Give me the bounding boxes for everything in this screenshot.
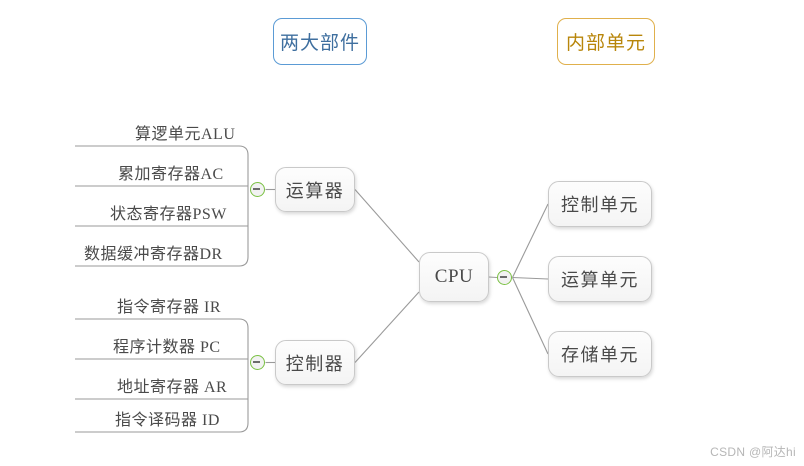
leaf-label[interactable]: 累加寄存器AC bbox=[118, 166, 224, 183]
node-storage-unit-2[interactable]: 存储单元 bbox=[548, 331, 652, 377]
collapse-toggle-arithmetic-unit[interactable] bbox=[250, 182, 265, 197]
node-arithmetic-unit[interactable]: 运算器 bbox=[275, 167, 355, 212]
collapse-toggle-cpu-right[interactable] bbox=[497, 270, 512, 285]
collapse-toggle-controller-unit[interactable] bbox=[250, 355, 265, 370]
watermark: CSDN @阿达hi bbox=[710, 445, 796, 459]
node-cpu-label: CPU bbox=[434, 266, 474, 287]
node-controller-unit[interactable]: 控制器 bbox=[275, 340, 355, 385]
header-pill-left-label: 两大部件 bbox=[279, 33, 360, 54]
node-controller-unit-label: 控制器 bbox=[285, 353, 345, 374]
header-pill-right-label: 内部单元 bbox=[565, 33, 646, 54]
leaf-label[interactable]: 指令寄存器 IR bbox=[117, 299, 222, 316]
leaf-label[interactable]: 算逻单元ALU bbox=[135, 126, 236, 143]
node-cpu[interactable]: CPU bbox=[419, 252, 489, 302]
leaf-label[interactable]: 指令译码器 ID bbox=[115, 412, 220, 429]
node-arithmetic-unit-label: 运算单元 bbox=[561, 270, 639, 290]
leaf-label[interactable]: 状态寄存器PSW bbox=[110, 206, 227, 223]
leaf-label[interactable]: 程序计数器 PC bbox=[113, 339, 221, 356]
leaf-label[interactable]: 地址寄存器 AR bbox=[117, 379, 228, 396]
node-control-unit-label: 控制单元 bbox=[561, 195, 639, 215]
leaf-label[interactable]: 数据缓冲寄存器DR bbox=[84, 246, 223, 263]
node-storage-unit-label: 存储单元 bbox=[561, 345, 639, 365]
header-pill-left: 两大部件 bbox=[273, 18, 367, 65]
node-arithmetic-unit-label: 运算器 bbox=[285, 180, 345, 201]
node-control-unit-0[interactable]: 控制单元 bbox=[548, 181, 652, 227]
node-arithmetic-unit-1[interactable]: 运算单元 bbox=[548, 256, 652, 302]
header-pill-right: 内部单元 bbox=[557, 18, 655, 65]
